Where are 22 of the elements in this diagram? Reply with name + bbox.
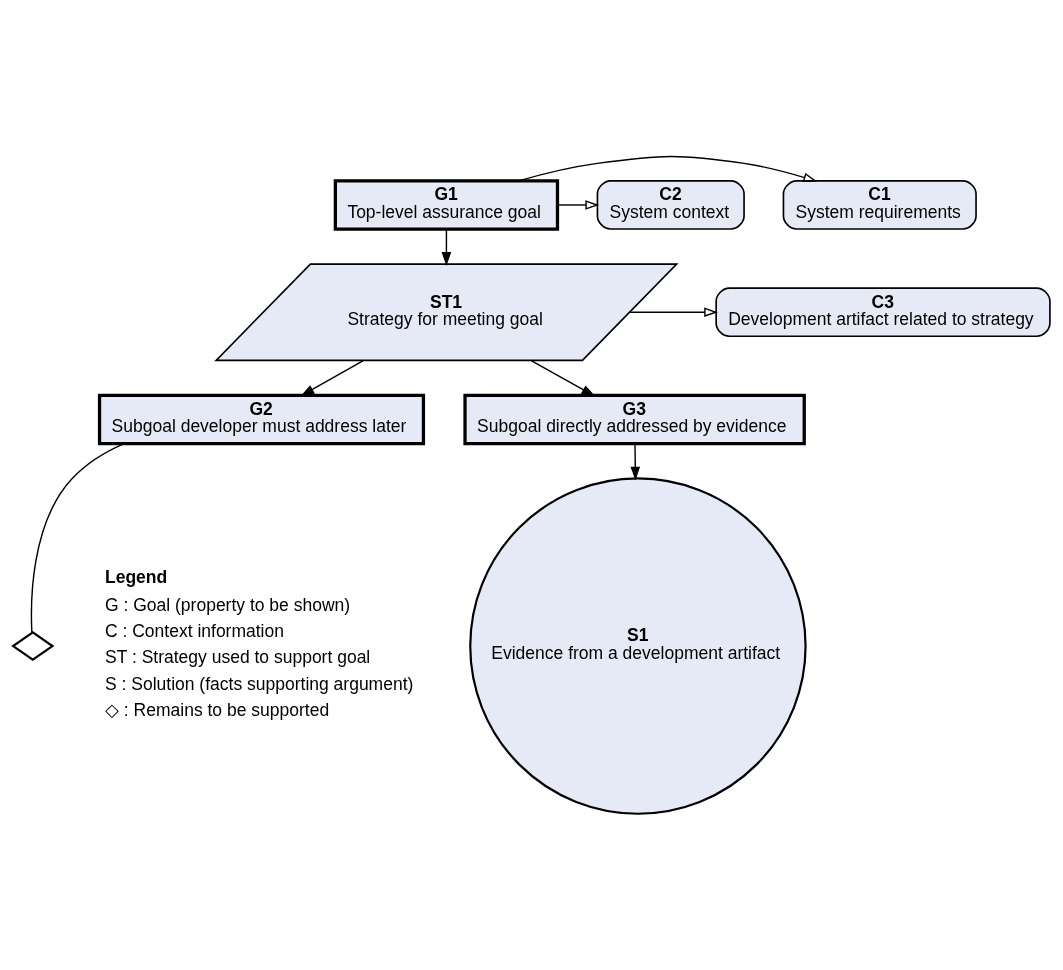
- label: Legend: [105, 567, 168, 588]
- legend-label: S : Solution (facts supporting argument): [105, 673, 414, 694]
- node-box: G2 Subgoal developer must address later: [97, 393, 426, 446]
- node-box: C1 System requirements: [782, 180, 977, 230]
- legend-label: ◇ : Remains to be supported: [105, 699, 330, 720]
- connector: [30, 442, 125, 634]
- arrow: [630, 443, 641, 481]
- arrow: [629, 307, 718, 318]
- node-box: C2 System context: [596, 180, 745, 230]
- arrow: [441, 228, 452, 266]
- node-box: C3 Development artifact related to strategy: [715, 287, 1051, 338]
- arrow: [517, 155, 818, 182]
- legend-label: C : Context information: [105, 621, 284, 642]
- arrow: [530, 359, 596, 397]
- node-circle: S1 Evidence from a development artifact: [469, 477, 807, 815]
- legend-label: ST : Strategy used to support goal: [105, 647, 371, 668]
- arrow: [300, 359, 364, 397]
- node-box: G1 Top-level assurance goal: [333, 179, 560, 231]
- legend-label: G : Goal (property to be shown): [105, 594, 351, 615]
- node-diamond: [11, 631, 55, 662]
- node-box: G3 Subgoal directly addressed by evidence: [463, 393, 806, 446]
- arrow: [557, 200, 600, 210]
